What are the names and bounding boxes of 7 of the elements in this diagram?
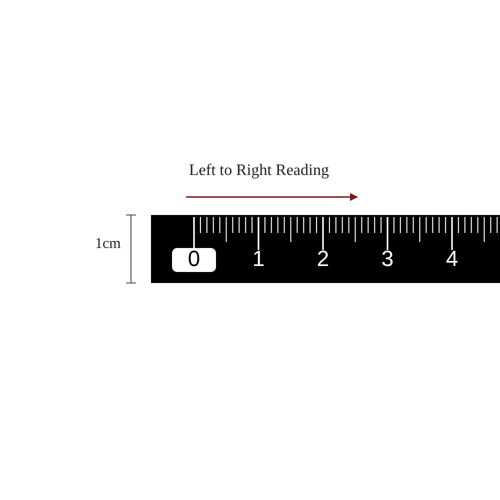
scale-number: 4 [444,246,460,272]
reading-direction-label: Left to Right Reading [189,162,329,180]
scale-number: 3 [380,246,395,272]
scale-number: 0 [186,246,202,272]
scale-number: 2 [316,246,330,272]
scale-number: 1 [251,246,266,272]
dimension-label: 1cm [95,236,121,253]
